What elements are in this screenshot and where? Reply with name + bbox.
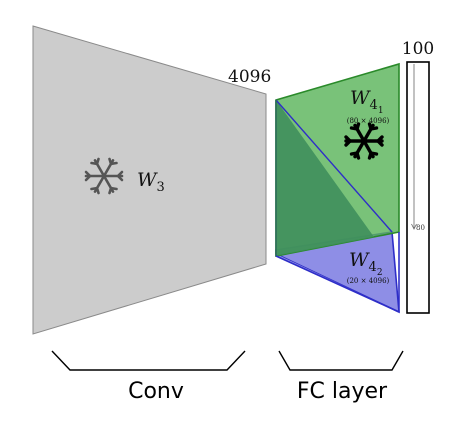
fc-blue-edge (275, 99, 393, 233)
fc-green-weight-label: W (350, 87, 371, 109)
fc-overlap-region (276, 100, 374, 256)
conv-block (32, 25, 267, 335)
conv-brace-label: Conv (128, 379, 184, 404)
fc-blue-weight-subscript: 4 (369, 260, 377, 275)
arrow-head-icon (411, 223, 417, 230)
fc-green-dims: (80 × 4096) (347, 117, 390, 125)
fc-brace (278, 350, 404, 371)
fc-green-weight-subscript: 4 (370, 98, 378, 113)
conv-brace (51, 350, 246, 371)
fc-blue-bottom-edge (275, 255, 400, 313)
fc-blue-dims: (20 × 4096) (347, 277, 390, 285)
fc-brace-label: FC layer (297, 379, 388, 404)
output-block (406, 61, 430, 314)
conv-weight-label: W (137, 169, 158, 191)
output-arrow-label: 80 (416, 224, 425, 232)
svg-text:W41: W41 (350, 87, 384, 116)
conv-width-label: 4096 (228, 67, 271, 87)
svg-text:W42: W42 (349, 249, 383, 278)
fc-blue-weight-subsubscript: 2 (377, 268, 383, 278)
fc-blue-weight-label: W (349, 249, 370, 271)
fc-green-weight-subsubscript: 1 (378, 106, 384, 116)
output-size-label: 100 (402, 39, 434, 59)
svg-text:W3: W3 (137, 169, 165, 195)
conv-weight-subscript: 3 (157, 180, 165, 195)
